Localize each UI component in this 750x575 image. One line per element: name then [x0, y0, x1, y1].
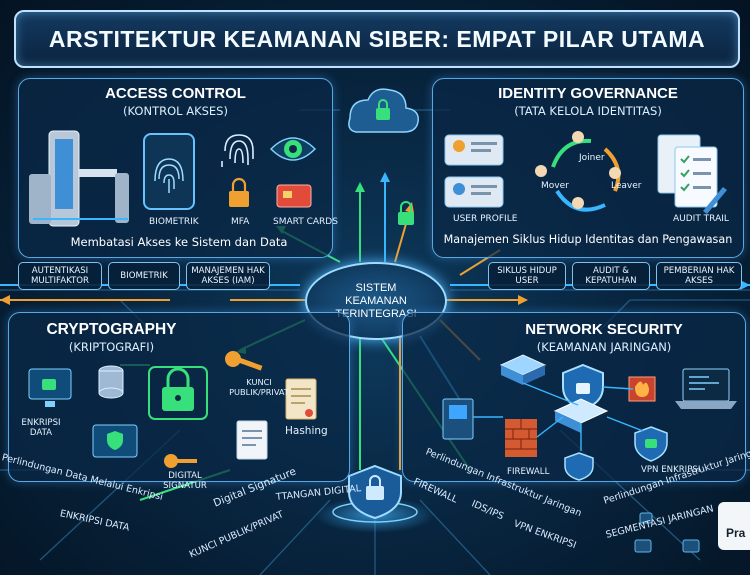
audit-trail-label: AUDIT TRAIL [673, 214, 729, 224]
laptop-terminal-icon [675, 368, 737, 409]
turnstile-gate-icon [29, 130, 129, 227]
vpn-shield-icon [634, 426, 668, 462]
chip-audit-kepatuhan: AUDIT & KEPATUHAN [572, 262, 650, 290]
chip-autentikasi-multifaktor: AUTENTIKASI MULTIFAKTOR [18, 262, 102, 290]
key-icon [225, 351, 263, 371]
identity-governance-subtitle: (TATA KELOLA IDENTITAS) [514, 104, 662, 118]
smart-cards-label: SMART CARDS [273, 217, 338, 227]
network-security-subtitle: (KEAMANAN JARINGAN) [536, 340, 672, 354]
digital-key-icon [164, 454, 197, 468]
cloud-lock-icon [348, 88, 419, 133]
chip-manajemen-hak-akses: MANAJEMEN HAK AKSES (IAM) [186, 262, 270, 290]
joiner-label: Joiner [579, 153, 605, 163]
small-lock-icon [398, 201, 414, 225]
switch-icon [553, 398, 609, 433]
fire-firewall-icon [628, 376, 656, 402]
digital-signatur-label: DIGITAL SIGNATUR [163, 471, 207, 491]
lifecycle-cycle-icon [551, 138, 621, 212]
mfa-lock-icon [229, 177, 249, 207]
hub-line-1: SISTEM [355, 281, 397, 294]
cryptography-subtitle: (KRIPTOGRAFI) [68, 340, 155, 354]
access-control-panel: ACCESS CONTROL (KONTROL AKSES) [18, 78, 338, 258]
smart-card-icon [276, 184, 312, 208]
access-control-subtitle: (KONTROL AKSES) [123, 104, 228, 118]
network-security-illustration [442, 354, 737, 481]
eye-scan-icon [269, 137, 317, 161]
bottom-shield-icon [348, 464, 402, 520]
chip-siklus-hidup-user: SIKLUS HIDUP USER [488, 262, 566, 290]
user-profile-label: USER PROFILE [453, 214, 518, 224]
user-profile-icon [444, 134, 504, 208]
identity-governance-panel: IDENTITY GOVERNANCE (TATA KELOLA IDENTIT… [432, 78, 744, 258]
mfa-label: MFA [231, 217, 250, 227]
fingerprint-icon [221, 134, 254, 167]
small-shield-icon [564, 452, 594, 481]
server-monitor-icon [442, 398, 474, 440]
identity-governance-illustration [444, 131, 727, 214]
hashing-label: Hashing [285, 425, 328, 437]
network-shield-icon [562, 363, 604, 411]
fingerprint-phone-icon [143, 133, 195, 210]
glowing-lock-icon [148, 366, 208, 420]
monitor-shield-icon [92, 424, 138, 458]
corner-badge: Pra [718, 502, 750, 550]
chip-pemberian-hak-akses: PEMBERIAN HAK AKSES [656, 262, 742, 290]
page-title: ARSTITEKTUR KEAMANAN SIBER: EMPAT PILAR … [48, 25, 706, 52]
chip-biometrik: BIOMETRIK [108, 262, 180, 290]
audit-trail-clipboard-icon [657, 134, 727, 214]
access-control-caption: Membatasi Akses ke Sistem dan Data [70, 235, 288, 249]
brick-firewall-icon [505, 419, 537, 457]
identity-governance-title: IDENTITY GOVERNANCE [498, 85, 678, 102]
cryptography-title: CRYPTOGRAPHY [46, 321, 177, 338]
database-icon [98, 365, 124, 399]
network-security-title: NETWORK SECURITY [525, 321, 683, 338]
router-icon [499, 354, 547, 385]
biometrik-label: BIOMETRIK [149, 217, 199, 227]
access-control-title: ACCESS CONTROL [105, 85, 246, 102]
cryptography-illustration [28, 351, 317, 468]
mover-label: Mover [541, 181, 569, 191]
vpn-enkripsi-label: VPN ENKRIPSI [641, 465, 701, 475]
corner-badge-text: Pra [726, 526, 746, 540]
document-signature-icon [236, 420, 268, 460]
identity-governance-caption: Manajemen Siklus Hidup Identitas dan Pen… [443, 233, 733, 246]
firewall-label: FIREWALL [507, 467, 550, 477]
enkripsi-data-label: ENKRIPSI DATA [21, 418, 61, 438]
hub-line-2: KEAMANAN [345, 294, 407, 307]
hashing-certificate-icon [285, 378, 317, 420]
kunci-publik-privat-label: KUNCI PUBLIK/PRIVAT [229, 377, 289, 397]
cryptography-panel: CRYPTOGRAPHY (KRIPTOGRAFI) [8, 312, 350, 491]
leaver-label: Leaver [611, 181, 642, 191]
access-control-illustration [29, 130, 317, 227]
network-security-panel: NETWORK SECURITY (KEAMANAN JARINGAN) [402, 312, 746, 482]
monitor-lock-icon [28, 368, 72, 407]
hub-line-3: TERINTEGRASI [335, 307, 417, 320]
title-bar: ARSTITEKTUR KEAMANAN SIBER: EMPAT PILAR … [14, 10, 740, 68]
